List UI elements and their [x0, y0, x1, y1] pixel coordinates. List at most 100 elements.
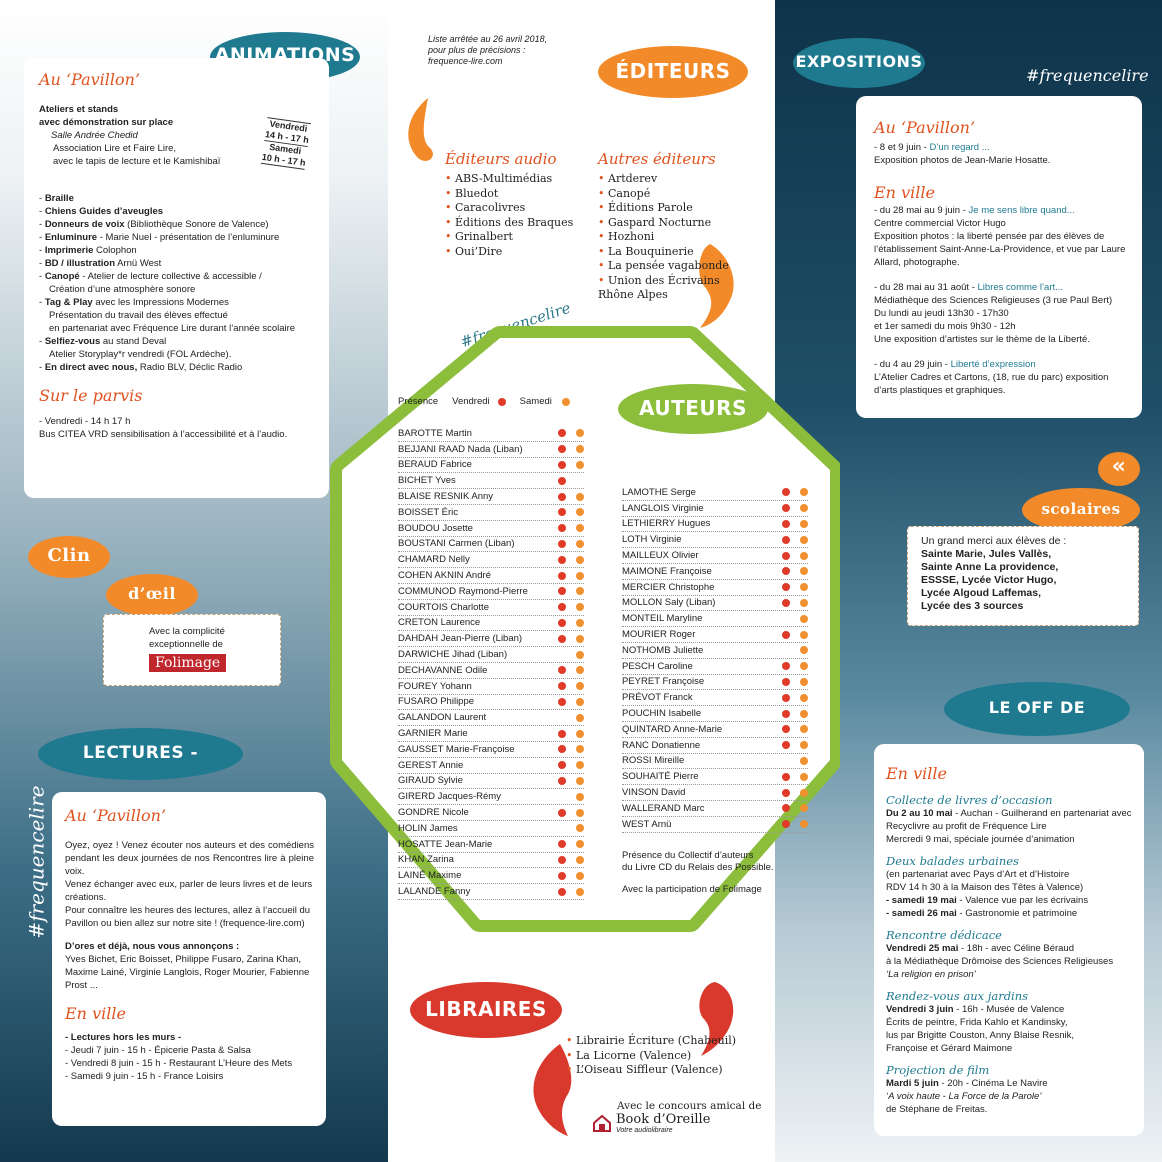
auteurs-notes: Présence du Collectif d’auteurs du Livre… [622, 850, 774, 896]
editeurs-autres-title: Autres éditeurs [598, 150, 716, 168]
expo-e2-desc: Une exposition d’artistes sur le thème d… [874, 334, 1090, 345]
author-name: COHEN AKNIN André [398, 570, 491, 582]
agenda-s2-desc2: - Gastronomie et patrimoine [956, 908, 1078, 919]
author-name: BOUDOU Josette [398, 522, 473, 534]
editeur-autre-item: Artderev [598, 172, 729, 187]
author-row: LOTH Virginie [622, 532, 808, 549]
samedi-presence-dot [576, 808, 584, 817]
samedi-presence-dot [576, 761, 584, 770]
agenda-s1-extra: Mercredi 9 mai, spéciale journée d’anima… [886, 834, 1075, 845]
animation-item: - Donneurs de voix (Bibliothèque Sonore … [39, 219, 269, 230]
vendredi-presence-dot [558, 555, 566, 564]
editeurs-audio-list: ABS-MultimédiasBluedotCaracolivresÉditio… [445, 172, 573, 259]
vendredi-presence-dot [558, 776, 566, 785]
samedi-presence-dot [800, 677, 808, 686]
samedi-presence-dot [800, 772, 808, 781]
author-row: GEREST Annie [398, 758, 584, 774]
samedi-presence-dot [576, 840, 584, 849]
agenda-s3-date: Vendredi 25 mai [886, 943, 959, 954]
samedi-presence-dot [800, 725, 808, 734]
author-name: MAILLEUX Olivier [622, 550, 699, 562]
folimage-logo-text: Folimage [155, 655, 221, 671]
author-name: WALLERAND Marc [622, 802, 705, 814]
author-row: SOUHAITÉ Pierre [622, 769, 808, 786]
author-name: BAROTTE Martin [398, 427, 472, 439]
expo-e1-title: Je me sens libre quand... [968, 205, 1075, 216]
author-name: BEJJANI RAAD Nada (Liban) [398, 443, 523, 455]
author-row: POUCHIN Isabelle [622, 706, 808, 722]
author-row: DECHAVANNE Odile [398, 663, 584, 679]
vendredi-presence-dot [782, 677, 790, 686]
author-name: LANGLOIS Virginie [622, 502, 704, 514]
ateliers-subtitle: avec démonstration sur place [39, 117, 174, 128]
folimage-card: Avec la complicité exceptionnelle de Fol… [103, 614, 281, 686]
animation-item: - Tag & Play avec les Impressions Modern… [39, 297, 229, 308]
expo-p1-date: - 8 et 9 juin - [874, 142, 930, 153]
author-name: MOURIER Roger [622, 629, 696, 641]
complicite-line1: Avec la complicité [149, 626, 225, 637]
editeur-autre-item: Hozhoni [598, 230, 729, 245]
clin-bubble: Clin [28, 536, 110, 578]
author-row: BOUDOU Josette [398, 521, 584, 537]
samedi-presence-dot [576, 571, 584, 580]
lectures-pavillon: Au ‘Pavillon’ [65, 806, 167, 825]
author-row: COMMUNOD Raymond-Pierre [398, 584, 584, 600]
vendredi-presence-dot [782, 551, 790, 560]
vendredi-presence-dot [558, 508, 566, 517]
agenda-s2-date1: - samedi 19 mai [886, 895, 957, 906]
expo-e3-title: Liberté d’expression [950, 359, 1036, 370]
expo-p1-title: D’un regard ... [929, 142, 990, 153]
vendredi-presence-dot [782, 709, 790, 718]
agenda-s1-date: Du 2 au 10 mai [886, 808, 953, 819]
editeurs-audio-title: Éditeurs audio [445, 150, 557, 168]
auteurs-bubble: AUTEURS [618, 384, 768, 434]
vendredi-presence-dot [558, 539, 566, 548]
concours-line: Avec le concours amical de [617, 1100, 761, 1112]
author-name: POUCHIN Isabelle [622, 708, 702, 720]
author-row: HOSATTE Jean-Marie [398, 837, 584, 853]
agenda-bubble: LE OFF DE L’AGENDA [944, 682, 1130, 769]
vendredi-presence-dot [782, 804, 790, 813]
editeur-audio-item: Caracolivres [445, 201, 573, 216]
animation-item-desc: - Marie Nuel - présentation de l’enlumin… [97, 232, 280, 243]
author-name: GAUSSET Marie-Françoise [398, 743, 515, 755]
lectures-h2: - Vendredi 8 juin - 15 h - Restaurant L’… [65, 1058, 293, 1069]
author-name: RANC Donatienne [622, 739, 701, 751]
author-name: GARNIER Marie [398, 728, 468, 740]
author-row: MOURIER Roger [622, 627, 808, 643]
animation-item-desc: en partenariat avec Fréquence Lire duran… [49, 323, 296, 334]
samedi-presence-dot [576, 460, 584, 469]
author-name: MOLLON Saly (Liban) [622, 597, 716, 609]
author-row: LAINÉ Maxime [398, 868, 584, 885]
author-row: PESCH Caroline [622, 659, 808, 675]
vendredi-presence-dot [558, 855, 566, 864]
clin-text: Clin [47, 545, 91, 566]
samedi-presence-dot [576, 887, 584, 896]
vendredi-presence-dot [558, 871, 566, 880]
vendredi-presence-dot [558, 492, 566, 501]
author-row: CHAMARD Nelly [398, 552, 584, 569]
samedi-presence-dot [800, 488, 808, 497]
samedi-presence-dot [800, 614, 808, 623]
animation-item-title: Tag & Play [44, 297, 93, 308]
lectures-card: Au ‘Pavillon’ Oyez, oyez ! Venez écouter… [52, 792, 326, 1126]
samedi-presence-dot [576, 618, 584, 627]
author-row: WALLERAND Marc [622, 801, 808, 817]
samedi-absence [576, 477, 584, 485]
agenda-s4-line2: lus par Brigitte Couston, Anny Blaise Re… [886, 1030, 1074, 1041]
vendredi-presence-dot [558, 476, 566, 485]
author-row: GALANDON Laurent [398, 710, 584, 727]
samedi-presence-dot [800, 630, 808, 639]
scolaires-school: Lycée des 3 sources [921, 600, 1024, 612]
agenda-s2-title: Deux balades urbaines [886, 854, 1019, 868]
animation-item-title: Braille [44, 193, 74, 204]
vendredi-absence [558, 824, 566, 832]
author-row: FOUREY Yohann [398, 679, 584, 695]
animation-item: - Enluminure - Marie Nuel - présentation… [39, 232, 280, 243]
lectures-p2: Venez échanger avec eux, parler de leurs… [65, 879, 313, 903]
author-name: MAIMONE Françoise [622, 565, 712, 577]
editeurs-bubble: ÉDITEURS [598, 46, 748, 98]
author-row: PRÉVOT Franck [622, 690, 808, 707]
author-row: GIRAUD Sylvie [398, 774, 584, 790]
complicite-line2: exceptionnelle de [149, 639, 223, 650]
